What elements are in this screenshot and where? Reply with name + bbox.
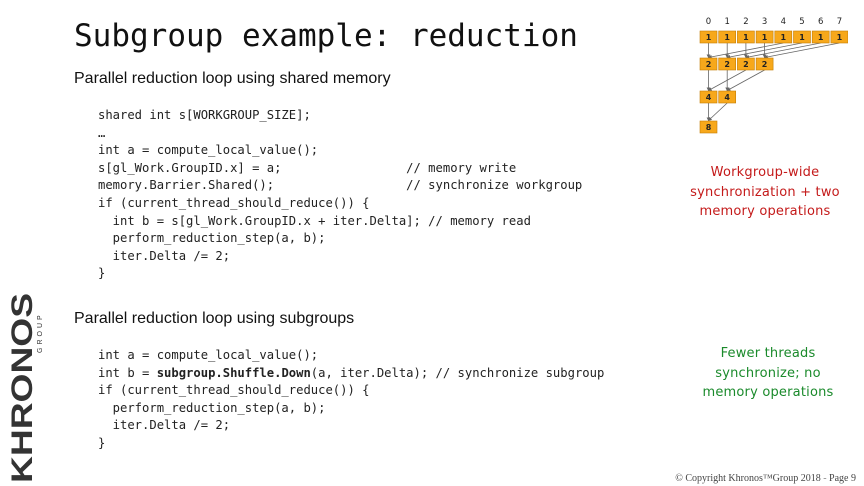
code-segment: (a, iter.Delta); // synchronize subgroup xyxy=(310,365,605,380)
code-block-subgroups: int a = compute_local_value(); int b = s… xyxy=(98,347,604,453)
reduction-cell-value: 2 xyxy=(743,60,749,69)
footer-page-number: Page 9 xyxy=(829,473,856,484)
reduction-cell xyxy=(718,30,737,44)
reduction-cell xyxy=(699,120,718,134)
subgroup-shuffle-down-keyword: subgroup.Shuffle.Down xyxy=(156,365,311,380)
footer-separator: - xyxy=(820,473,830,484)
reduction-cell-value: 1 xyxy=(837,33,843,42)
lane-index-label: 1 xyxy=(724,17,729,27)
code-line: if (current_thread_should_reduce()) { xyxy=(98,195,370,210)
code-line: int a = compute_local_value(); xyxy=(98,348,319,362)
reduction-arrow xyxy=(707,102,728,122)
note-subgroup-sync: Fewer threads synchronize; no memory ope… xyxy=(702,346,834,400)
reduction-cell xyxy=(699,57,718,71)
reduction-arrow xyxy=(745,42,821,59)
reduction-cell xyxy=(774,30,793,44)
reduction-cell-value: 4 xyxy=(706,93,712,102)
khronos-logo: KHRONOS GROUP xyxy=(6,293,44,483)
code-line: if (current_thread_should_reduce()) { xyxy=(98,383,370,398)
code-line: iter.Delta /= 2; xyxy=(98,418,231,433)
reduction-cell xyxy=(718,57,737,71)
code-segment: int b = xyxy=(98,365,157,380)
code-line: s[gl_Work.GroupID.x] = a; // memory writ… xyxy=(98,160,517,175)
reduction-cell xyxy=(755,57,774,71)
code-block-shared-memory: shared int s[WORKGROUP_SIZE]; … int a = … xyxy=(98,107,582,283)
code-line: iter.Delta /= 2; xyxy=(98,248,231,263)
reduction-cell xyxy=(793,30,811,44)
reduction-cell-value: 1 xyxy=(781,33,787,42)
reduction-cell-value: 2 xyxy=(706,60,712,69)
lane-index-label: 6 xyxy=(818,17,823,27)
footer-copyright: © Copyright Khronos™Group 2018 xyxy=(675,473,821,484)
reduction-cell-value: 8 xyxy=(706,123,712,132)
section-heading-subgroups: Parallel reduction loop using subgroups xyxy=(74,310,355,327)
logo-text: KHRONOS xyxy=(6,293,39,483)
lane-index-label: 4 xyxy=(781,17,786,27)
lane-index-label: 3 xyxy=(762,17,767,27)
reduction-cell xyxy=(718,90,737,104)
code-line: shared int s[WORKGROUP_SIZE]; xyxy=(98,108,311,122)
reduction-cell xyxy=(755,30,774,44)
code-line: int b = subgroup.Shuffle.Down(a, iter.De… xyxy=(98,366,604,380)
code-line: perform_reduction_step(a, b); xyxy=(98,400,326,415)
reduction-cell xyxy=(699,30,718,44)
reduction-diagram: 0 1 2 3 4 5 6 7 1 1 1 1 1 1 1 1 2 2 2 2 4 4 8 xyxy=(699,17,848,134)
note-workgroup-sync: Workgroup-wide synchronization + two mem… xyxy=(690,165,840,219)
section-heading-shared-memory: Parallel reduction loop using shared mem… xyxy=(74,70,391,87)
reduction-cell xyxy=(811,30,830,44)
reduction-cell xyxy=(737,30,755,44)
code-line: … xyxy=(98,125,106,140)
lane-index-label: 0 xyxy=(706,17,711,27)
reduction-cell-value: 4 xyxy=(724,93,730,102)
lane-index-label: 7 xyxy=(837,17,842,27)
reduction-cell-value: 1 xyxy=(743,33,749,42)
footer: © Copyright Khronos™Group 2018 - Page 9 xyxy=(675,473,856,484)
lane-index-label: 5 xyxy=(799,17,804,27)
reduction-arrow xyxy=(726,69,765,91)
reduction-cell-value: 1 xyxy=(706,33,712,42)
slide-title: Subgroup example: reduction xyxy=(74,18,578,54)
logo-subtext: GROUP xyxy=(37,312,44,353)
reduction-cell xyxy=(699,90,718,104)
reduction-cell xyxy=(737,57,755,71)
code-line: } xyxy=(98,435,106,450)
reduction-arrow xyxy=(707,69,747,91)
code-line: memory.Barrier.Shared(); // synchronize … xyxy=(98,178,583,193)
reduction-cell-value: 1 xyxy=(724,33,730,42)
reduction-arrow xyxy=(726,42,803,59)
code-line: int b = s[gl_Work.GroupID.x + iter.Delta… xyxy=(98,213,531,228)
reduction-cell-value: 1 xyxy=(799,33,805,42)
reduction-cell-value: 1 xyxy=(818,33,824,42)
reduction-cell-value: 2 xyxy=(724,60,730,69)
reduction-cell xyxy=(830,30,848,44)
reduction-arrow xyxy=(707,42,784,59)
code-line: } xyxy=(98,266,106,281)
reduction-cell-value: 1 xyxy=(762,33,768,42)
reduction-arrow xyxy=(763,42,840,59)
code-line: int a = compute_local_value(); xyxy=(98,143,319,158)
reduction-cell-value: 2 xyxy=(762,60,768,69)
code-line: perform_reduction_step(a, b); xyxy=(98,231,326,246)
lane-index-label: 2 xyxy=(743,17,748,27)
